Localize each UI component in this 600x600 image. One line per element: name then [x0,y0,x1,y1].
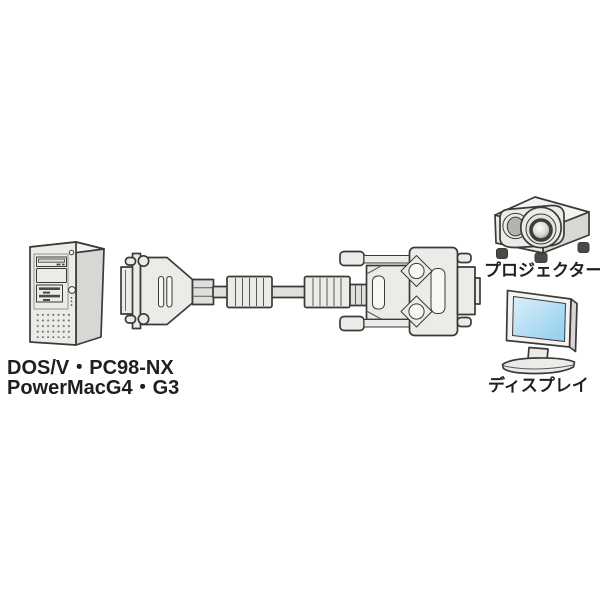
dsub-end-shell [456,266,476,316]
tower-front-bezel [33,253,69,310]
screw-hole-bottom [408,303,425,320]
floppy-drives [36,284,63,303]
tower-side-face [75,241,105,346]
shell-groove-1 [158,276,165,308]
cd-drive [36,256,67,267]
screw-pin-top [124,256,137,266]
ferrite-core-2 [303,275,351,309]
drive-bay-blank [36,268,67,283]
ferrite-core-1 [226,275,273,309]
housing-groove [430,268,446,314]
vga-dsub-cable-with-ferrite-cores-icon [120,246,481,337]
thumbscrew-knob-bottom [137,312,150,326]
power-button [68,286,76,294]
bracket-slot [372,275,385,310]
lens-glass [532,221,550,239]
strain-relief-right [349,283,368,307]
dsub-end-tip [474,277,481,305]
computer-label-line1: DOS/V・PC98-NX [7,357,174,379]
thumbscrew-handle-bottom [339,315,365,332]
led-indicators [70,296,73,306]
thumbscrew-rod-bottom [363,319,411,328]
guide-pin-bottom [456,316,472,328]
monitor-stand-base [501,357,576,375]
shell-groove-2 [166,276,173,308]
dsub-connector-right [339,246,481,337]
strain-relief-left [191,278,215,306]
display-label: ディスプレイ [488,375,589,395]
monitor-screen [512,296,566,342]
base-rim-line [503,364,574,370]
thumbscrew-rod-top [363,255,411,264]
projector-label: プロジェクター [484,260,600,280]
desktop-pc-tower-icon [29,241,105,346]
cable-segment-2 [270,285,307,299]
computer-label-line2: PowerMacG4・G3 [7,377,179,399]
dsub-connector-left [120,252,215,330]
projector-feet [496,242,590,263]
screw-hole-top [408,262,425,280]
thumbscrew-handle-top [339,250,365,267]
main-lens [519,206,563,249]
thumbscrew-knob-top [137,254,150,268]
screw-pin-bottom [124,314,137,324]
guide-pin-top [456,252,472,264]
speaker-grille [35,311,71,338]
lcd-monitor-icon [501,289,578,375]
tower-reset-button [68,249,75,256]
projector-icon [494,196,590,263]
